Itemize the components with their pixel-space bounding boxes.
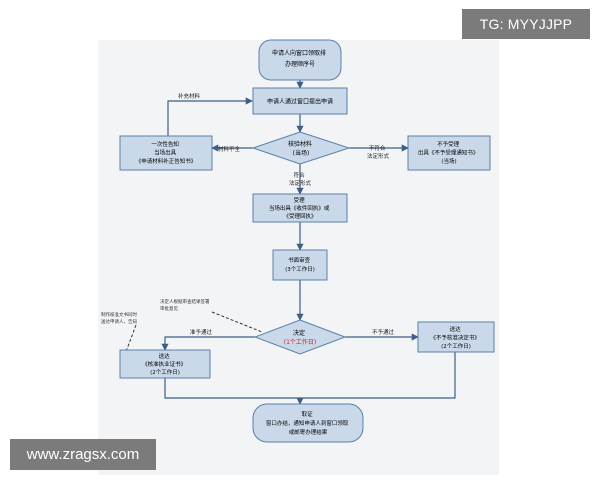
deny-line-3: (2个工作日) — [441, 342, 471, 350]
top-watermark-label: TG: MYYJJPP — [462, 9, 590, 39]
reject-box — [407, 135, 491, 171]
reject-line-2: 出具《不予受理通知书》 — [418, 149, 479, 157]
approve-note: 制作核准文书同时 送达申请人，告知 — [101, 311, 138, 325]
deny-box — [417, 321, 495, 353]
end-line-1: 取证 — [302, 411, 314, 418]
label-incomplete: 材料不全 — [218, 145, 241, 153]
supplement-box — [119, 135, 213, 171]
bottom-watermark-label: www.zragsx.com — [10, 439, 156, 470]
approve-note-pointer — [123, 324, 137, 358]
label-legal: 符合 法定形式 — [289, 171, 312, 187]
review-line-1: 书面审查 — [288, 256, 311, 264]
supplement-text: 一次性告知 当场出具 《申请材料补正告知书》 — [136, 140, 197, 165]
reject-text: 不予受理 出具《不予受理通知书》 (当场) — [418, 140, 480, 165]
approve-to-end-line — [164, 378, 304, 405]
deny-to-end-line — [300, 352, 456, 399]
supplement-line-2: 当场出具 — [154, 149, 177, 157]
decide-line-2: (1个工作日) — [284, 338, 317, 346]
check-line-2: (当场) — [293, 149, 310, 157]
approve-box — [119, 349, 211, 379]
approve-line-3: (2个工作日) — [150, 368, 180, 376]
start-box — [258, 39, 342, 81]
connectors — [161, 80, 456, 405]
end-text: 取证 窗口办结，通知申请人到窗口领取 或邮寄办理结果 — [266, 411, 350, 436]
accept-line-2: 当场出具《收件回执》或 — [269, 204, 330, 212]
approve-line-2: 《核准执业证书》 — [142, 360, 186, 368]
decide-diamond — [253, 319, 347, 355]
label-deny: 不予通过 — [372, 328, 395, 336]
deny-text: 送达 《不予核准决定书》 (2个工作日) — [430, 325, 481, 350]
check-line-1: 核验材料 — [288, 140, 312, 148]
approve-note-line-1: 制作核准文书同时 — [101, 311, 137, 318]
label-legal-1: 符合 — [294, 171, 306, 179]
decide-note-line-2: 审批意见 — [160, 305, 178, 312]
approve-line-1: 送达 — [159, 352, 171, 360]
approve-text: 送达 《核准执业证书》 (2个工作日) — [142, 352, 188, 376]
label-legal-2: 法定形式 — [289, 179, 312, 187]
end-box — [252, 403, 364, 443]
review-line-2: (3个工作日) — [285, 265, 315, 273]
start-line-1: 申请人向窗口领取排 — [272, 49, 326, 57]
check-diamond — [251, 131, 351, 165]
accept-line-1: 受理 — [294, 196, 306, 204]
approve-note-line-2: 送达申请人，告知 — [101, 318, 137, 325]
label-supplement: 补充材料 — [178, 92, 201, 100]
accept-box — [252, 193, 348, 223]
supplement-line-3: 《申请材料补正告知书》 — [136, 157, 197, 165]
end-line-3: 或邮寄办理结果 — [289, 428, 328, 436]
decide-to-approve-line — [161, 336, 255, 351]
decide-line-1: 决定 — [293, 329, 305, 337]
deny-line-2: 《不予核准决定书》 — [430, 334, 480, 342]
submit-box — [252, 87, 348, 115]
review-box — [272, 249, 328, 281]
label-not-legal-1: 不符合 — [369, 144, 386, 152]
reject-line-1: 不予受理 — [437, 140, 460, 148]
submit-text: 申请人通过窗口提出申请 — [267, 98, 333, 106]
side-notes: 决定人根据审查结果签署 审批意见 制作核准文书同时 送达申请人，告知 — [101, 298, 211, 325]
reject-line-3: (当场) — [441, 157, 456, 165]
label-not-legal-2: 法定形式 — [367, 152, 390, 160]
start-line-2: 办理顺序号 — [285, 60, 315, 68]
supplement-return-line — [167, 97, 253, 136]
supplement-line-1: 一次性告知 — [151, 140, 179, 148]
decide-note-pointer — [211, 311, 263, 333]
accept-line-3: 《受理回执》 — [283, 212, 316, 220]
decide-note: 决定人根据审查结果签署 审批意见 — [160, 298, 211, 312]
edge-labels: 补充材料 材料不全 不符合 法定形式 符合 法定形式 准予通过 不予通过 — [178, 92, 395, 336]
accept-text: 受理 当场出具《收件回执》或 《受理回执》 — [269, 196, 331, 220]
decide-note-line-1: 决定人根据审查结果签署 — [160, 298, 210, 305]
review-text: 书面审查 (3个工作日) — [285, 256, 315, 273]
label-not-legal: 不符合 法定形式 — [367, 144, 390, 160]
label-approve: 准予通过 — [190, 328, 213, 336]
start-text: 申请人向窗口领取排 办理顺序号 — [272, 49, 328, 68]
end-line-2: 窗口办结，通知申请人到窗口领取 — [266, 419, 349, 427]
note-pointers — [123, 311, 263, 358]
deny-line-1: 送达 — [450, 325, 462, 333]
decide-text: 决定 (1个工作日) — [284, 329, 317, 346]
check-text: 核验材料 (当场) — [288, 140, 314, 157]
